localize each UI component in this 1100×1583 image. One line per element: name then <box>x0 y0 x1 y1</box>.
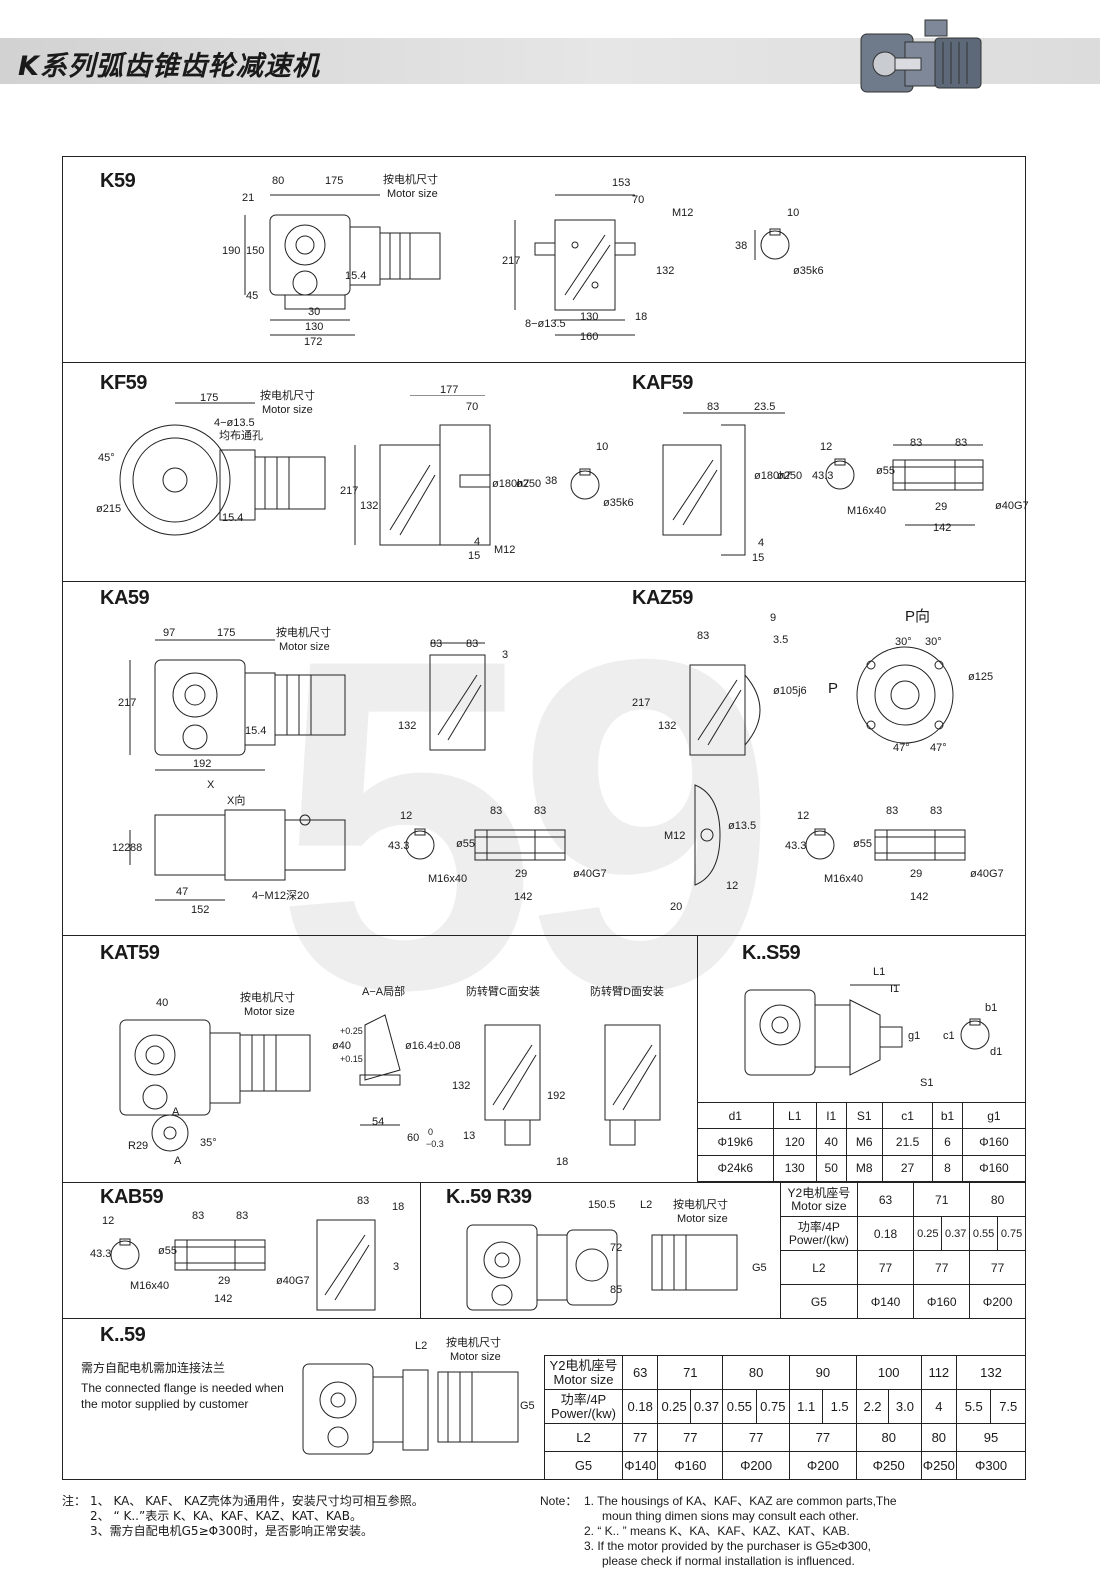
kat59-drawing <box>119 1014 661 1152</box>
k59-flange-table: Y2电机座号 Motor size 63 71 80 90 100 112 13… <box>544 1355 1026 1480</box>
k59-flange-drawing <box>302 1363 519 1455</box>
section-title-ka59: KA59 <box>100 587 150 609</box>
k59-r39-table: Y2电机座号 Motor size 63 71 80 功率/4P Power/(… <box>780 1182 1026 1319</box>
footnote-en-2: 2. “ K.. ” means K、KA、KAF、KAZ、KAT、KAB. <box>584 1524 850 1538</box>
section-title-k59: K59 <box>100 170 136 192</box>
section-title-ks59: K..S59 <box>742 942 801 964</box>
divider <box>62 935 1026 936</box>
watermark-59: 59 <box>275 562 778 1087</box>
section-title-kat59: KAT59 <box>100 942 160 964</box>
footnote-cn-head: 注： <box>62 1494 87 1508</box>
section-title-kaf59: KAF59 <box>632 372 693 394</box>
footnote-en-3b: please check if normal installation is i… <box>602 1554 855 1568</box>
table-row: Φ24k6 130 50 M8 27 8 Φ160 <box>697 1154 1027 1182</box>
k59-r39-drawing <box>466 1224 738 1311</box>
divider <box>62 581 1026 582</box>
footnote-cn-1: 1、 KA、 KAF、 KAZ壳体为通用件，安装尺寸均可相互参照。 <box>90 1494 424 1508</box>
k59-drawing <box>244 194 790 336</box>
table-row: Φ19k6 120 40 M6 21.5 6 Φ160 <box>697 1128 1027 1156</box>
section-title-k59-flange: K..59 <box>100 1324 146 1346</box>
divider <box>62 1318 1026 1319</box>
ks59-table: d1 L1 I1 S1 c1 b1 g1 Φ19k6 120 40 M6 21.… <box>697 1102 1027 1182</box>
gear-motor-photo-icon <box>860 19 982 93</box>
footnote-en-head: Note： <box>540 1494 578 1508</box>
divider <box>62 1182 1026 1183</box>
section-title-kaz59: KAZ59 <box>632 587 693 609</box>
divider <box>62 362 1026 363</box>
section-title-kf59: KF59 <box>100 372 147 394</box>
ka59-kaz59-drawing <box>129 639 966 901</box>
section-title-kab59: KAB59 <box>100 1186 164 1208</box>
drawing-frame <box>62 156 1026 1480</box>
footnote-en-3a: 3. If the motor provided by the purchase… <box>584 1539 871 1553</box>
divider <box>420 1182 421 1318</box>
footnote-cn-3: 3、需方自配电机G5≥Φ300时，是否影响正常安装。 <box>90 1524 373 1538</box>
footnote-en-1a: 1. The housings of KA、KAF、KAZ are common… <box>584 1494 897 1508</box>
kf59-kaf59-drawing <box>119 395 984 556</box>
kab59-drawing <box>110 1219 376 1311</box>
divider <box>697 935 698 1182</box>
section-title-k59-r39: K..59 R39 <box>446 1186 532 1208</box>
footnote-en-1b: moun thing dimen sions may consult each … <box>602 1509 859 1523</box>
ks59-drawing <box>744 984 990 1076</box>
footnote-cn-2: 2、 “ K..”表示 K、KA、KAF、KAZ、KAT、KAB。 <box>90 1509 362 1523</box>
page-header: K系列弧齿锥齿轮减速机 <box>0 0 1100 150</box>
page-title: K系列弧齿锥齿轮减速机 <box>18 51 320 82</box>
